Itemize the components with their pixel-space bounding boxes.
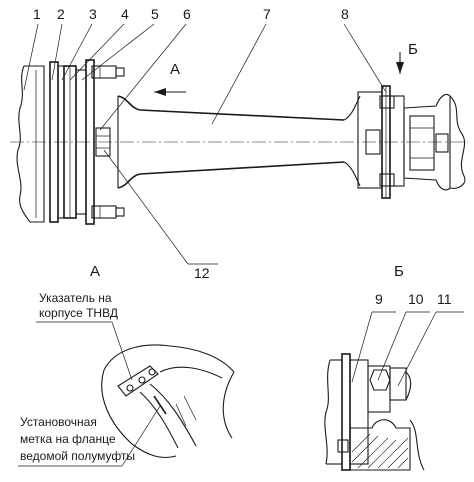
pointer-bracket bbox=[117, 365, 159, 397]
view-arrow-a-label: А bbox=[170, 61, 180, 78]
pointer-hole-2 bbox=[138, 376, 146, 384]
note-mark-line2: метка на фланце bbox=[20, 432, 116, 446]
callout-4: 4 bbox=[121, 6, 129, 22]
callout-1: 1 bbox=[33, 6, 41, 22]
leader-9 bbox=[351, 311, 373, 383]
callout-8: 8 bbox=[341, 6, 349, 22]
note-pointer-line1: Указатель на bbox=[39, 291, 112, 305]
leader-4 bbox=[69, 23, 125, 81]
pump-nut bbox=[435, 133, 449, 153]
view-a-hatch-1 bbox=[183, 395, 197, 421]
callout-12: 12 bbox=[194, 265, 210, 281]
pump-window bbox=[409, 115, 435, 171]
view-a-flange-edge bbox=[149, 383, 197, 447]
view-arrow-a-head bbox=[154, 88, 166, 96]
view-a-inner-arc bbox=[159, 366, 223, 379]
callout-10: 10 bbox=[408, 291, 424, 307]
leader-11 bbox=[397, 311, 437, 387]
note-mark-line3: ведомой полумуфты bbox=[20, 449, 135, 463]
view-b-break-right bbox=[409, 419, 425, 471]
nut-bottom bbox=[115, 207, 125, 217]
nut-top bbox=[115, 67, 125, 77]
note-mark-leader bbox=[121, 405, 161, 467]
hub-6 bbox=[85, 59, 95, 225]
view-b-flange bbox=[341, 353, 351, 471]
view-arrow-b-label: Б bbox=[408, 41, 418, 58]
callout-2: 2 bbox=[57, 6, 65, 22]
leader-2 bbox=[51, 23, 63, 81]
leader-7 bbox=[211, 23, 267, 125]
shaft-right-fillet-bottom bbox=[343, 161, 361, 187]
callout-7: 7 bbox=[263, 6, 271, 22]
leader-6 bbox=[99, 23, 187, 131]
callout-3: 3 bbox=[89, 6, 97, 22]
shaft-top-edge bbox=[117, 95, 345, 121]
view-b-detail: 9 10 11 bbox=[324, 291, 464, 471]
callout-9: 9 bbox=[375, 291, 383, 307]
leader-10 bbox=[377, 311, 407, 381]
pointer-hole-3 bbox=[148, 368, 156, 376]
view-b-key bbox=[337, 439, 349, 453]
right-hub bbox=[357, 91, 383, 189]
right-plate bbox=[389, 95, 405, 187]
view-b-section bbox=[349, 419, 411, 471]
view-b-break-left bbox=[324, 359, 331, 465]
view-a-hatch-2 bbox=[175, 403, 187, 427]
view-b-hatching bbox=[351, 433, 409, 469]
right-bolt-bottom bbox=[379, 173, 395, 187]
housing-left bbox=[24, 65, 45, 223]
callout-11: 11 bbox=[437, 291, 452, 307]
view-a-left-contour bbox=[101, 369, 177, 459]
leader-8 bbox=[343, 23, 387, 93]
bolt-top bbox=[91, 65, 117, 79]
pump-break-line bbox=[449, 95, 466, 189]
housing-break-line bbox=[16, 65, 31, 223]
note-mark-line1: Установочная bbox=[20, 415, 97, 429]
leader-3 bbox=[61, 23, 93, 81]
bolt-bottom bbox=[91, 205, 117, 219]
shaft-right-fillet-top bbox=[343, 95, 361, 121]
leader-5 bbox=[81, 23, 155, 81]
mark-line bbox=[153, 395, 167, 415]
center-bolt bbox=[95, 127, 111, 157]
main-assembly: А Б 1 2 3 4 5 6 7 8 12 А Б bbox=[10, 6, 468, 281]
view-title-a: А bbox=[90, 263, 100, 280]
view-a-detail: Указатель на корпусе ТНВД Установочная м… bbox=[18, 291, 235, 467]
callout-6: 6 bbox=[183, 6, 191, 22]
note-pointer-line2: корпусе ТНВД bbox=[39, 306, 118, 320]
view-a-right-break bbox=[222, 371, 235, 439]
view-b-collar-arc bbox=[405, 371, 412, 401]
pointer-hole-1 bbox=[126, 384, 134, 392]
note-pointer-leader bbox=[111, 321, 133, 381]
callout-5: 5 bbox=[151, 6, 159, 22]
leader-1 bbox=[23, 23, 39, 91]
leader-12 bbox=[103, 149, 189, 265]
right-bolt-top bbox=[379, 95, 395, 109]
view-a-top-contour bbox=[103, 344, 235, 373]
shaft-bottom-edge bbox=[117, 161, 345, 189]
view-arrow-b-head bbox=[396, 62, 404, 74]
view-title-b: Б bbox=[394, 263, 404, 280]
right-center-bolt bbox=[365, 129, 381, 155]
view-b-collar bbox=[389, 367, 407, 401]
view-b-nut bbox=[369, 369, 391, 391]
view-a-flange-edge2 bbox=[139, 391, 179, 449]
